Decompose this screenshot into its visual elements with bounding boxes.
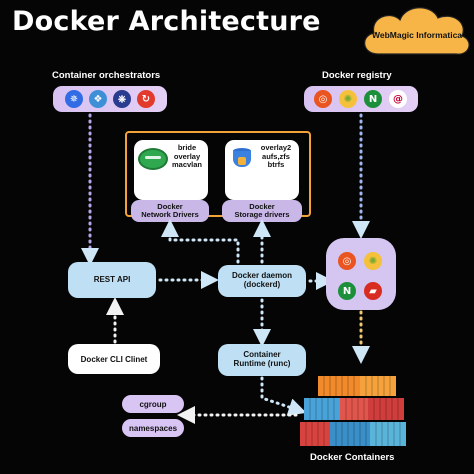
nginx-image-icon: N xyxy=(338,282,356,300)
nginx-icon: N xyxy=(364,90,382,108)
network-driver-bridge: bride xyxy=(177,143,197,152)
network-drivers-label: Docker Network Drivers xyxy=(131,200,209,222)
orchestrators-pill: ✵ ❖ ⎈ ↻ xyxy=(53,86,167,112)
router-icon xyxy=(138,148,168,170)
network-driver-macvlan: macvlan xyxy=(171,160,203,170)
rest-api-node: REST API xyxy=(68,262,156,298)
containers-stack-icon xyxy=(300,376,406,446)
network-drivers-card: bride overlay macvlan xyxy=(134,140,208,200)
registry-label: Docker registry xyxy=(322,70,392,81)
orchestrators-label: Container orchestrators xyxy=(52,70,161,81)
fedora-icon: ✺ xyxy=(339,90,357,108)
network-driver-overlay: overlay xyxy=(173,151,201,161)
docker-images-pill: ◎ ✺ N ▰ xyxy=(326,238,396,310)
arrow-runtime-containers xyxy=(260,376,307,416)
helm-icon: ⎈ xyxy=(113,90,131,108)
storage-driver-btrfs: btrfs xyxy=(267,160,285,170)
docker-cli-node: Docker CLI Clinet xyxy=(68,344,160,374)
openshift-icon: ↻ xyxy=(137,90,155,108)
arrow-daemon-network xyxy=(161,219,240,264)
cloud-icon xyxy=(364,7,470,55)
storage-driver-overlay2: overlay2 xyxy=(260,143,292,152)
ubuntu-icon: ◎ xyxy=(314,90,332,108)
namespaces-node: namespaces xyxy=(122,419,184,437)
redis-image-icon: ▰ xyxy=(364,282,382,300)
container-runtime-node: Container Runtime (runc) xyxy=(218,344,306,376)
kubernetes-icon: ✵ xyxy=(65,90,83,108)
storage-drivers-label: Docker Storage drivers xyxy=(222,200,302,222)
debian-icon: @ xyxy=(389,90,407,108)
storage-icon xyxy=(233,148,251,170)
storage-drivers-card: overlay2 aufs,zfs btrfs xyxy=(225,140,299,200)
storage-driver-aufs-zfs: aufs,zfs xyxy=(262,151,290,161)
ubuntu-image-icon: ◎ xyxy=(338,252,356,270)
registry-pill: ◎ ✺ N @ xyxy=(304,86,418,112)
drivers-container xyxy=(125,131,311,217)
brand-label: WebMagic Informatica xyxy=(371,30,463,40)
docker-swarm-icon: ❖ xyxy=(89,90,107,108)
page-title: Docker Architecture xyxy=(12,6,321,37)
fedora-image-icon: ✺ xyxy=(364,252,382,270)
docker-containers-label: Docker Containers xyxy=(310,452,395,463)
cgroup-node: cgroup xyxy=(122,395,184,413)
docker-daemon-node: Docker daemon (dockerd) xyxy=(218,265,306,297)
